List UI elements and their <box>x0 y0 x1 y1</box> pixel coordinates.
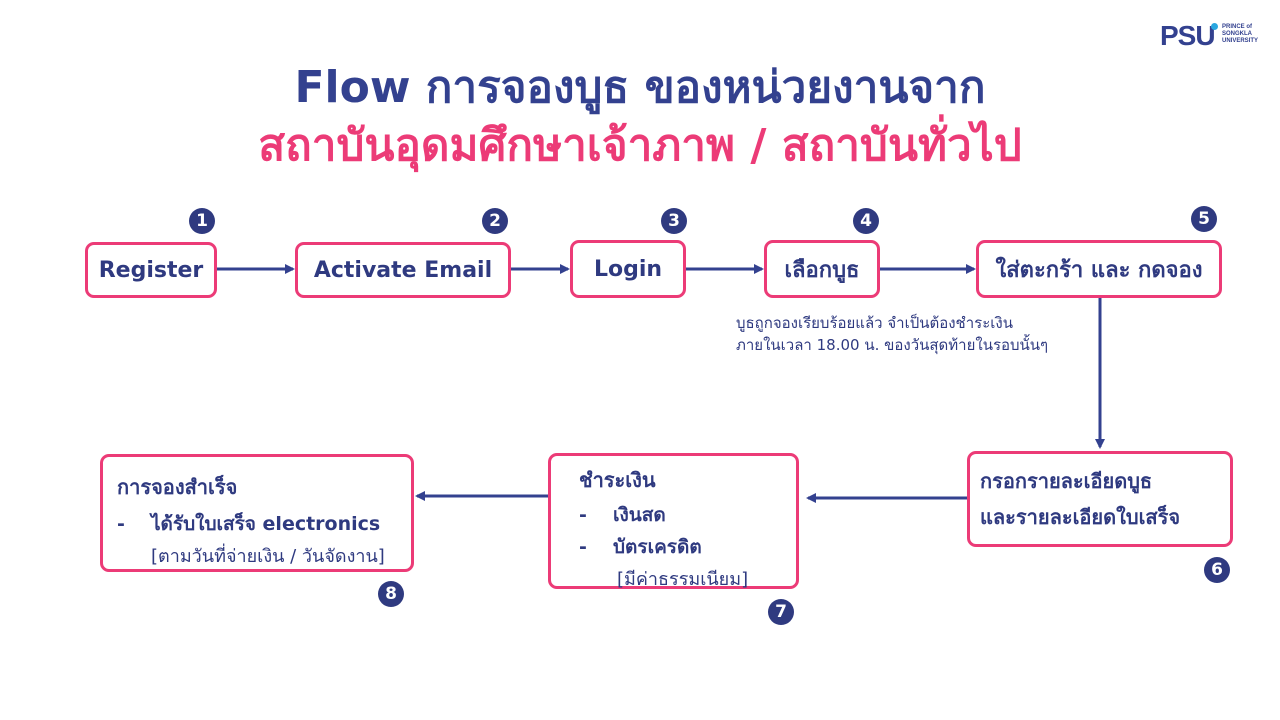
step-cart-book-label: ใส่ตะกร้า และ กดจอง <box>995 257 1203 283</box>
step-select-booth-label: เลือกบูธ <box>784 257 860 283</box>
payment-deadline-note: บูธถูกจองเรียบร้อยแล้ว จำเป็นต้องชำระเงิ… <box>736 312 1048 356</box>
step-number-4: 4 <box>853 208 879 234</box>
step-activate-email-box: Activate Email <box>295 242 511 298</box>
step-payment-box: ชำระเงิน -เงินสด -บัตรเครดิต [มีค่าธรรมเ… <box>548 453 799 590</box>
step-booking-success-box: การจองสำเร็จ -ได้รับใบเสร็จ electronics … <box>100 454 414 572</box>
step-number-6: 6 <box>1204 557 1230 583</box>
step-number-3: 3 <box>661 208 687 234</box>
step-register-box: Register <box>85 242 217 298</box>
receipt-item: -ได้รับใบเสร็จ electronics <box>117 513 381 535</box>
logo-main-text: PSU <box>1160 20 1216 51</box>
step-select-booth-box: เลือกบูธ <box>764 240 880 298</box>
step-6-line-1: กรอกรายละเอียดบูธ <box>980 469 1153 493</box>
credit-card-fee-note: [มีค่าธรรมเนียม] <box>617 569 749 590</box>
step-7-heading: ชำระเงิน <box>579 468 656 492</box>
title-line-1: Flow การจองบูธ ของหน่วยงานจาก <box>294 62 986 113</box>
step-8-heading: การจองสำเร็จ <box>117 475 238 499</box>
step-fill-details-box: กรอกรายละเอียดบูธ และรายละเอียดใบเสร็จ <box>967 451 1233 547</box>
payment-option-credit-card: -บัตรเครดิต <box>579 536 702 558</box>
receipt-timing-note: [ตามวันที่จ่ายเงิน / วันจัดงาน] <box>151 546 385 567</box>
note-line-2: ภายในเวลา 18.00 น. ของวันสุดท้ายในรอบนั้… <box>736 336 1049 354</box>
step-number-5: 5 <box>1191 206 1217 232</box>
note-line-1: บูธถูกจองเรียบร้อยแล้ว จำเป็นต้องชำระเงิ… <box>736 314 1013 332</box>
step-cart-book-box: ใส่ตะกร้า และ กดจอง <box>976 240 1222 298</box>
psu-logo: PSU PRINCE of SONGKLA UNIVERSITY <box>1160 20 1264 54</box>
step-activate-email-label: Activate Email <box>313 257 493 283</box>
step-number-1: 1 <box>189 208 215 234</box>
step-register-label: Register <box>98 257 204 283</box>
step-login-label: Login <box>593 256 663 282</box>
step-number-2: 2 <box>482 208 508 234</box>
payment-option-cash: -เงินสด <box>579 504 666 526</box>
logo-dot-icon <box>1211 23 1218 30</box>
step-6-line-2: และรายละเอียดใบเสร็จ <box>980 505 1181 529</box>
step-number-8: 8 <box>378 581 404 607</box>
title-line-2: สถาบันอุดมศึกษาเจ้าภาพ / สถาบันทั่วไป <box>258 120 1022 171</box>
step-login-box: Login <box>570 240 686 298</box>
step-number-7: 7 <box>768 599 794 625</box>
logo-subtext: PRINCE of SONGKLA UNIVERSITY <box>1222 24 1259 44</box>
